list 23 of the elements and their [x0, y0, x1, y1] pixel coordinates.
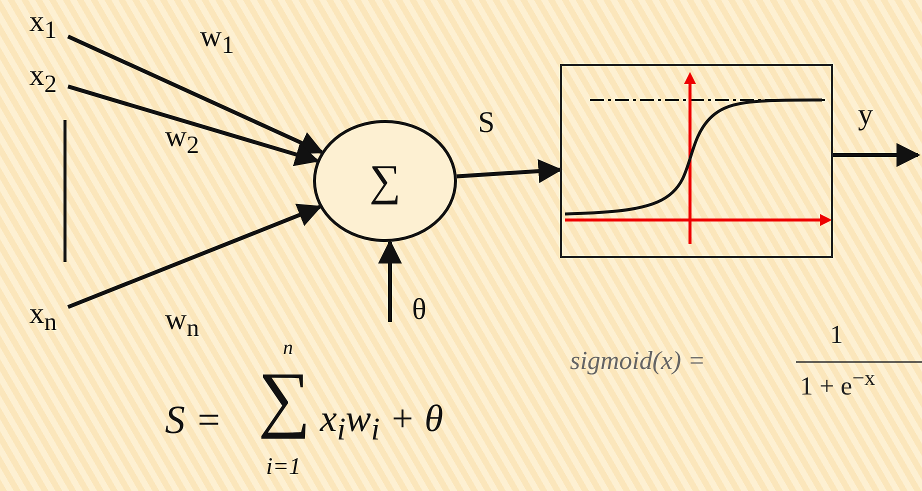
input-label: x$_{2}$ — [18, 62, 68, 96]
formula-text: S = — [165, 400, 222, 440]
formula-text: 1 + e$^{−x}$ — [800, 368, 876, 400]
edge-label: w$_{2}$ — [165, 122, 200, 158]
formula-text: i=1 — [266, 455, 301, 479]
summation-circle: ∑ — [313, 120, 457, 242]
edge-label: w$_{n}$ — [165, 305, 200, 341]
formula-text: sigmoid(x) = — [570, 348, 706, 374]
input-label: x$_{n}$ — [18, 300, 68, 334]
formula-text: n — [283, 338, 293, 358]
arrow — [67, 34, 324, 154]
formula-text: 1 — [830, 322, 843, 348]
formula-text: x$_{i}$w$_{i}$ + θ — [320, 400, 444, 446]
arrow — [833, 143, 920, 167]
edge-label: S — [478, 108, 495, 138]
edge-label: θ — [412, 295, 426, 325]
arrow — [378, 240, 402, 322]
arrow — [456, 159, 562, 184]
edge-label: w$_{1}$ — [200, 22, 234, 58]
arrow — [67, 84, 320, 166]
input-label: x$_{1}$ — [18, 8, 68, 42]
edge-label: y — [858, 100, 873, 130]
arrow — [67, 204, 322, 309]
